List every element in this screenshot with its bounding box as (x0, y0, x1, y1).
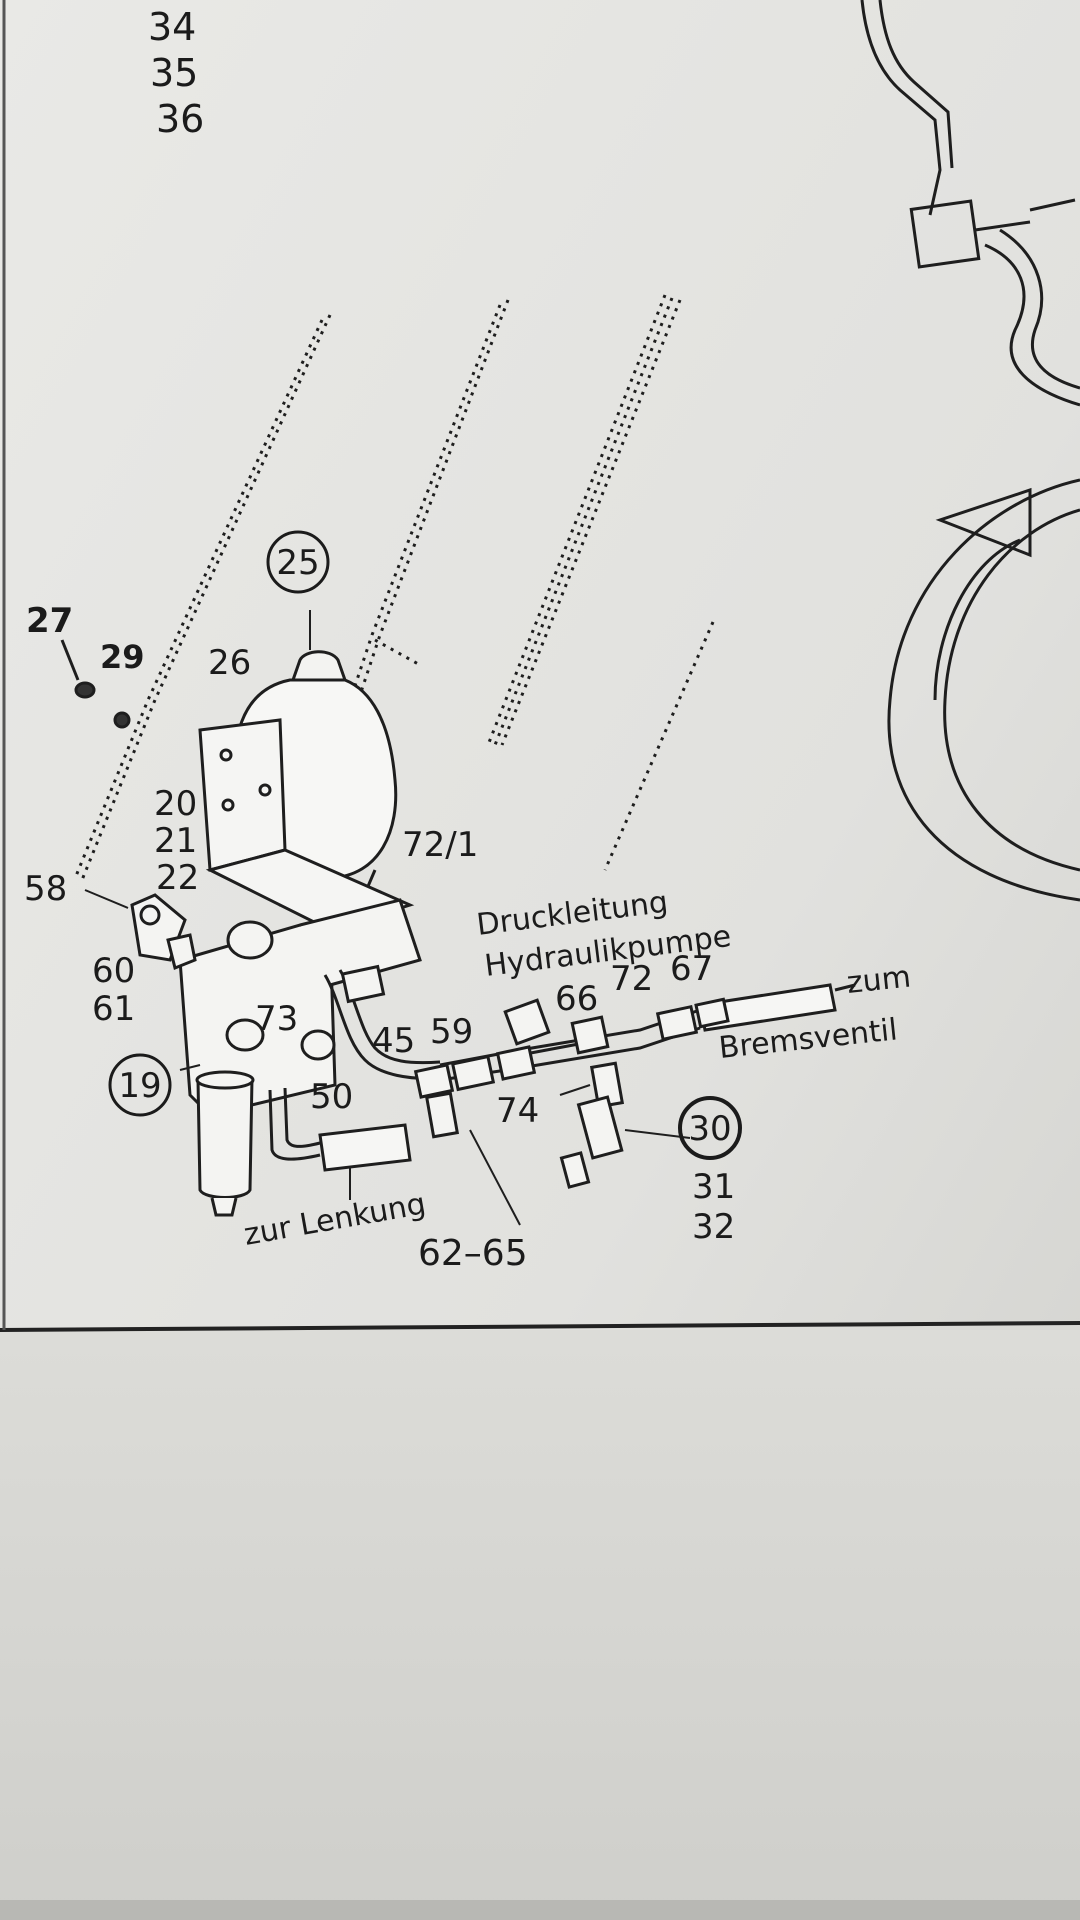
label-72-1: 72/1 (402, 825, 478, 865)
label-58: 58 (24, 869, 67, 909)
label-31: 31 (692, 1167, 735, 1207)
label-50: 50 (310, 1077, 353, 1117)
valve-block (178, 898, 422, 1117)
label-30: 30 (688, 1109, 731, 1149)
leader-lines (84, 610, 691, 1226)
label-60: 60 (92, 951, 135, 991)
label-27: 27 (26, 601, 73, 641)
label-32: 32 (692, 1207, 735, 1247)
label-34: 34 (148, 5, 196, 49)
screw-27 (60, 639, 131, 729)
page-edge (0, 1900, 1080, 1920)
wheel-arch (887, 478, 1080, 902)
filter-canister (195, 1070, 255, 1217)
circled-part-19: 19 (108, 1053, 172, 1117)
label-66: 66 (555, 979, 598, 1019)
upper-right-linkage (860, 0, 1080, 407)
label-20: 20 (154, 784, 197, 824)
label-67: 67 (670, 949, 713, 989)
label-29: 29 (100, 638, 145, 676)
label-19: 19 (118, 1066, 161, 1106)
label-35: 35 (150, 51, 198, 95)
label-73: 73 (255, 999, 298, 1039)
frame-bottom-line (0, 1321, 1080, 1332)
label-59: 59 (430, 1012, 473, 1052)
left-fittings (130, 893, 197, 971)
label-61: 61 (92, 989, 135, 1029)
label-62-65: 62–65 (418, 1233, 528, 1274)
annotation-zum: zum (845, 959, 912, 1000)
label-36: 36 (156, 97, 204, 141)
dotted-lines (74, 294, 715, 881)
label-74: 74 (496, 1091, 539, 1131)
lower-paper-area (0, 1330, 1080, 1920)
circled-part-25: 25 (266, 530, 330, 594)
label-45: 45 (372, 1021, 415, 1061)
circled-part-30: 30 (678, 1096, 742, 1160)
label-72: 72 (610, 959, 653, 999)
label-21: 21 (154, 821, 197, 861)
label-25: 25 (276, 543, 319, 583)
label-22: 22 (156, 858, 199, 898)
label-26: 26 (208, 643, 251, 683)
pipe-fittings (340, 964, 730, 1189)
